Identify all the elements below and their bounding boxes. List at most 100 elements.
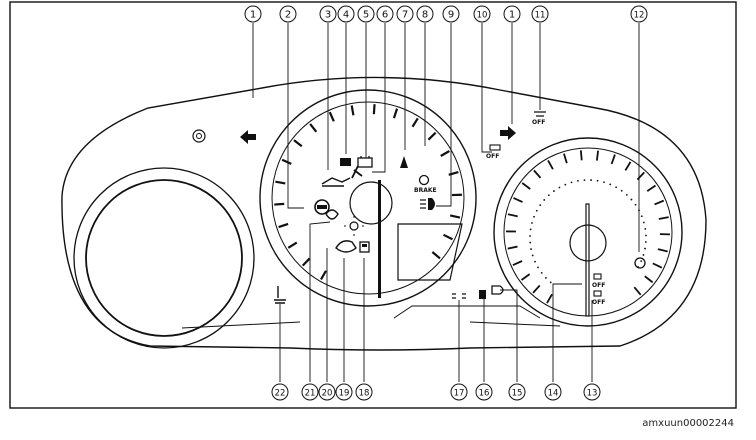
indicator-10-icon bbox=[489, 144, 501, 151]
speedometer-tick bbox=[633, 286, 642, 296]
odometer-window bbox=[397, 223, 463, 281]
speedometer-tick bbox=[652, 262, 663, 269]
speedometer-tick bbox=[654, 199, 665, 206]
speedometer-dot bbox=[529, 235, 531, 237]
speedometer-dot bbox=[603, 181, 605, 184]
speedometer-tick bbox=[521, 182, 531, 190]
speedometer-tick bbox=[563, 153, 568, 164]
speedometer-dot bbox=[549, 281, 552, 284]
indicator-21-icon bbox=[325, 209, 339, 220]
indicator-15-icon bbox=[491, 285, 504, 295]
tachometer-tick bbox=[328, 111, 335, 122]
indicator-20-icon bbox=[349, 221, 359, 231]
tachometer-tick bbox=[309, 123, 318, 133]
brake-label: BRAKE bbox=[414, 187, 437, 194]
airbag-icon bbox=[400, 156, 408, 168]
callout-17-label: 17 bbox=[454, 389, 465, 399]
speedometer-ticks bbox=[505, 150, 670, 304]
speedometer-dot bbox=[540, 272, 543, 274]
speedometer-dot bbox=[596, 179, 599, 182]
indicator-11-icon bbox=[534, 111, 546, 117]
callout-6-circle bbox=[376, 5, 394, 23]
callout-18-label: 18 bbox=[359, 389, 370, 399]
speedometer-dot bbox=[534, 260, 536, 263]
speedometer-dot bbox=[630, 198, 633, 201]
cluster-housing bbox=[61, 76, 707, 351]
callout-5-circle bbox=[357, 5, 375, 23]
tachometer-tick bbox=[443, 233, 453, 241]
indicator-17-icon bbox=[452, 293, 466, 299]
tachometer-tick bbox=[392, 108, 399, 119]
callout-20-label: 20 bbox=[322, 389, 333, 399]
callout-1-right-circle bbox=[503, 5, 521, 23]
callout-1-left-circle bbox=[244, 5, 262, 23]
tachometer-tick bbox=[440, 150, 450, 157]
callout-6-label: 6 bbox=[382, 10, 388, 21]
callout-11-circle bbox=[531, 5, 549, 23]
callout-2-label: 2 bbox=[285, 10, 291, 21]
speedometer-tick bbox=[610, 154, 616, 165]
speedometer-dot bbox=[543, 199, 546, 201]
callout-3-circle bbox=[319, 5, 337, 23]
cluster-inner-rim bbox=[181, 321, 561, 329]
callout-13-label: 13 bbox=[587, 389, 598, 399]
indicator-20-rays bbox=[344, 216, 364, 236]
check-engine-icon bbox=[335, 240, 357, 253]
speedometer-dot bbox=[529, 241, 532, 244]
speedometer-dot bbox=[564, 183, 567, 186]
indicator-16-icon bbox=[479, 290, 486, 299]
left-gauge-inner bbox=[85, 179, 243, 337]
callout-8-circle bbox=[416, 5, 434, 23]
speedometer-dot bbox=[531, 254, 534, 257]
callout-18-circle bbox=[355, 383, 373, 401]
callout-14-label: 14 bbox=[548, 389, 559, 399]
speedometer-tick bbox=[533, 169, 542, 179]
left-gauge-knob bbox=[192, 129, 206, 143]
callout-10-label: 10 bbox=[477, 11, 488, 21]
speedometer-dot bbox=[644, 228, 647, 230]
speedometer-tick bbox=[507, 245, 518, 250]
indicator-13-icon bbox=[593, 290, 602, 297]
speedometer-dot bbox=[547, 194, 550, 197]
callout-4-circle bbox=[337, 5, 355, 23]
speedometer-dot bbox=[642, 221, 645, 224]
callout-7-label: 7 bbox=[402, 10, 408, 21]
indicator-2-icon bbox=[314, 199, 330, 215]
speedometer-dot bbox=[558, 186, 561, 189]
callout-21-label: 21 bbox=[305, 389, 316, 399]
speedometer-dot bbox=[644, 247, 646, 250]
speedometer-dot bbox=[553, 190, 555, 192]
turn-signal-right-icon bbox=[500, 126, 516, 140]
callout-22-label: 22 bbox=[275, 389, 286, 399]
tachometer-tick bbox=[411, 117, 419, 128]
indicator-14-off-label: OFF bbox=[592, 282, 605, 289]
speedometer-dot bbox=[545, 277, 547, 279]
tachometer-tick bbox=[350, 105, 355, 116]
speedometer-tick bbox=[595, 150, 600, 161]
speedometer-needle bbox=[585, 203, 590, 317]
speedometer-dot bbox=[577, 179, 579, 182]
callout-2-circle bbox=[279, 5, 297, 23]
tachometer-tick bbox=[449, 214, 461, 219]
speedometer-dot bbox=[615, 186, 618, 189]
speedometer-tick bbox=[512, 260, 523, 266]
turn-signal-left-icon bbox=[240, 130, 256, 144]
speedometer-hub bbox=[569, 224, 607, 262]
speedometer-dot bbox=[640, 215, 643, 218]
callout-5-label: 5 bbox=[363, 10, 369, 21]
tachometer-outer bbox=[259, 89, 477, 307]
speedometer-tick bbox=[646, 184, 657, 192]
callout-19-circle bbox=[335, 383, 353, 401]
speedometer-dot bbox=[535, 209, 538, 212]
callout-3-label: 3 bbox=[325, 10, 331, 21]
speedometer-dot bbox=[642, 254, 645, 256]
callout-12-label: 12 bbox=[634, 11, 645, 21]
tachometer-inner bbox=[271, 101, 465, 295]
speedometer-dot bbox=[620, 189, 623, 192]
callout-4-label: 4 bbox=[343, 10, 349, 21]
callout-1-right-label: 1 bbox=[509, 10, 515, 21]
speedometer-dot bbox=[583, 179, 586, 182]
battery-icon bbox=[357, 157, 373, 168]
speedometer-dot bbox=[590, 179, 592, 181]
